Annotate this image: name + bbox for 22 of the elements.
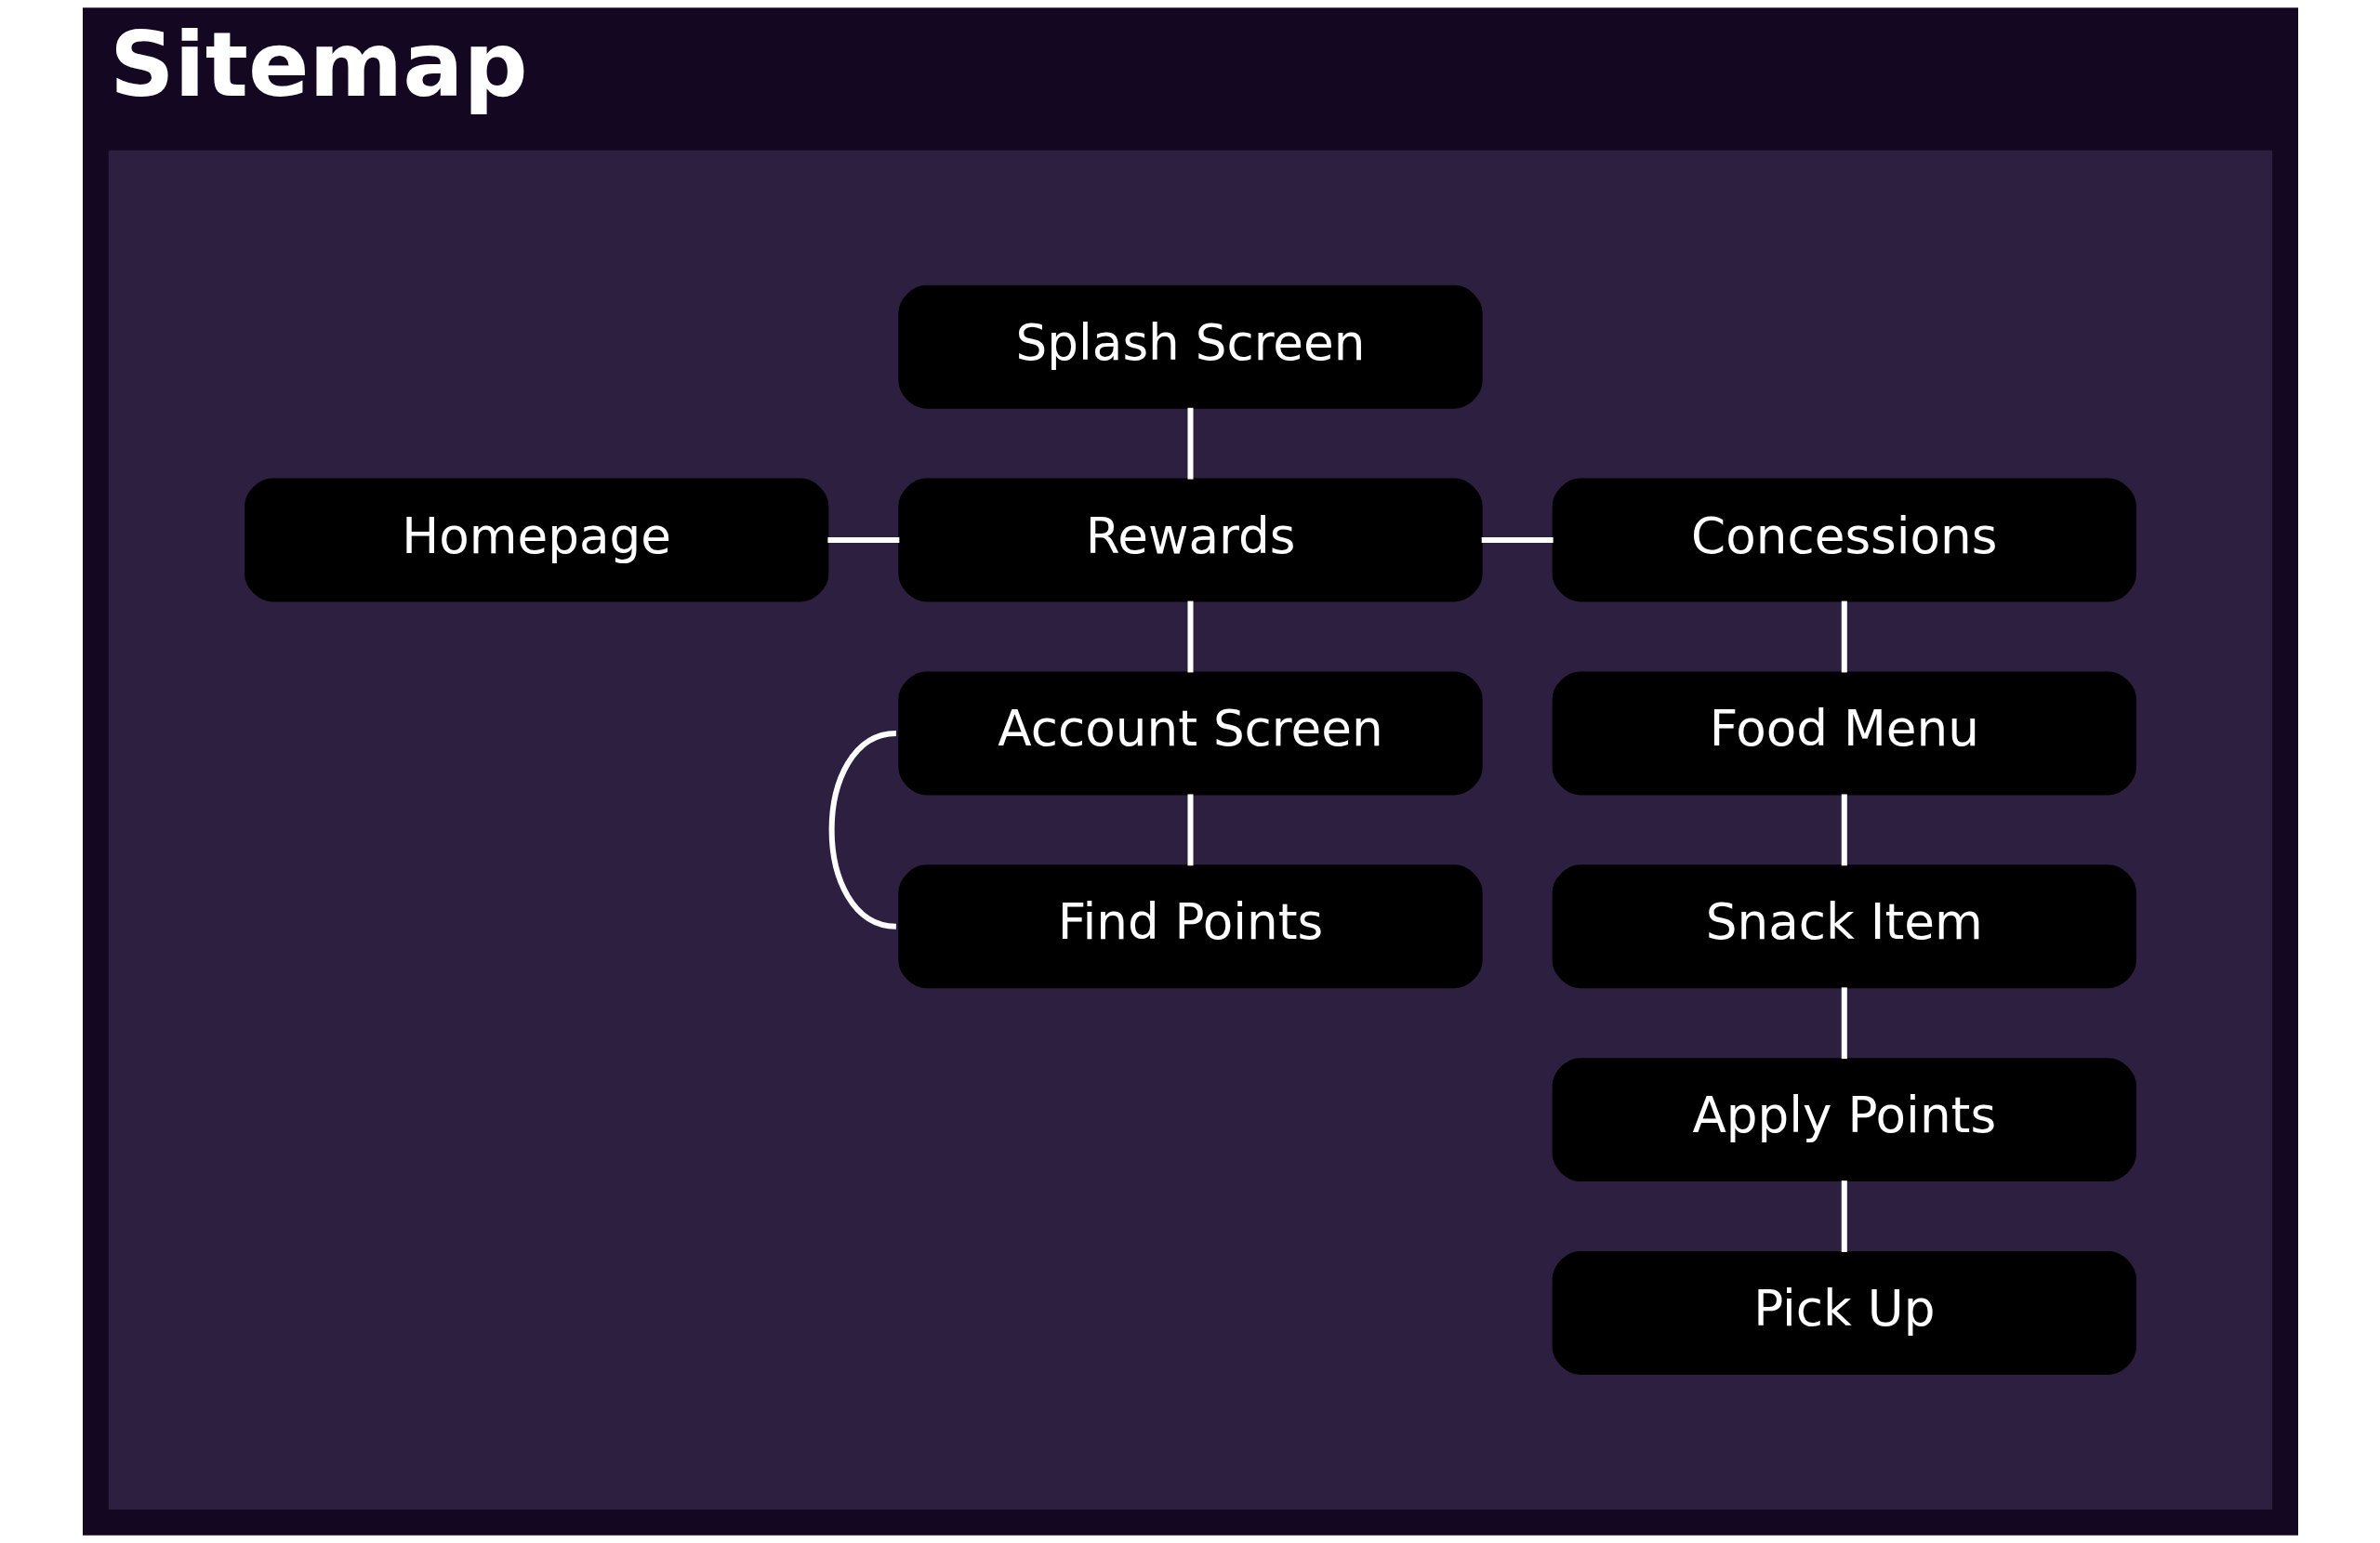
- connector: [1841, 987, 1847, 1060]
- node-box: Find Points: [897, 864, 1483, 989]
- connector: [1187, 794, 1193, 866]
- node-box: Splash Screen: [897, 284, 1483, 409]
- connector: [1841, 600, 1847, 673]
- node-box: Snack Item: [1552, 864, 2136, 989]
- node-box: Pick Up: [1552, 1251, 2136, 1375]
- connector: [828, 730, 896, 930]
- connector: [1187, 600, 1193, 673]
- node-box: Concessions: [1552, 478, 2136, 602]
- diagram-title: Sitemap: [109, 11, 528, 117]
- connector: [1481, 537, 1554, 544]
- connector: [1841, 1180, 1847, 1252]
- node-box: Apply Points: [1552, 1058, 2136, 1182]
- node-box: Account Screen: [897, 671, 1483, 796]
- cluster: [108, 150, 2272, 1510]
- connector: [1841, 794, 1847, 866]
- node-box: Homepage: [244, 478, 828, 602]
- node-box: Rewards: [897, 478, 1483, 602]
- connector: [826, 537, 899, 544]
- node-box: Food Menu: [1552, 671, 2136, 796]
- connector: [1187, 407, 1193, 480]
